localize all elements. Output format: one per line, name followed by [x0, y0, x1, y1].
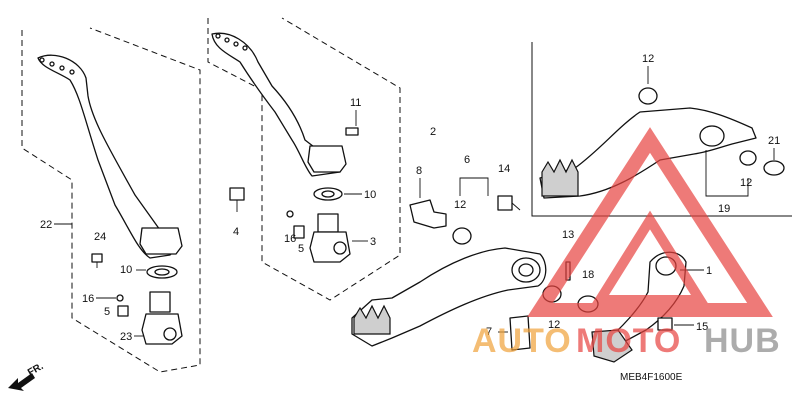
callout-10-left: 10	[120, 264, 132, 276]
callout-4: 4	[233, 226, 239, 238]
ball-16-left	[116, 294, 124, 302]
lever-hole	[224, 37, 230, 43]
watermark-text-auto: AUTO	[472, 322, 572, 360]
callout-12-b: 12	[548, 319, 560, 331]
front-direction-indicator: FR.	[8, 361, 46, 391]
washer-hole	[154, 268, 170, 276]
front-label: FR.	[26, 361, 46, 379]
bolt-15	[657, 317, 673, 331]
kick-lever-group-middle: 11 4 10 16 5 3	[207, 17, 401, 301]
kick-lever-group-left: 22 24 10 16 5 23	[21, 27, 201, 373]
lever-hole	[242, 45, 248, 51]
callout-19: 19	[718, 203, 730, 215]
washer-hole	[321, 190, 335, 198]
callout-1: 1	[706, 265, 712, 277]
brake-arm-group-right: 12 21 12 19	[531, 42, 792, 217]
pivot-bolt-8	[409, 199, 447, 229]
brake-pedal	[351, 247, 547, 347]
spring-5-left	[117, 305, 129, 317]
joint-23-body	[141, 313, 183, 345]
lever-hole	[59, 65, 65, 71]
dashed-frame-left	[21, 27, 201, 373]
dashed-frame-middle	[207, 17, 401, 301]
bolt-24	[91, 253, 103, 263]
arm-pivot-boss	[699, 125, 725, 147]
callout-13: 13	[562, 229, 574, 241]
pedal-pivot-bore	[518, 263, 534, 277]
callout-23: 23	[120, 331, 132, 343]
lever-hole	[69, 69, 75, 75]
kick-lever-boss-middle	[307, 145, 347, 173]
lever-hole	[233, 41, 239, 47]
kick-lever-boss-left	[139, 227, 183, 255]
joint-3-top	[317, 213, 339, 233]
callout-21: 21	[768, 135, 780, 147]
joint-23-spline	[163, 327, 177, 341]
dust-seal-12-c	[638, 87, 658, 105]
bolt-11	[345, 127, 359, 136]
callout-16-middle: 16	[284, 233, 296, 245]
bracket-6	[459, 177, 489, 196]
callout-15: 15	[696, 321, 708, 333]
callout-24: 24	[94, 231, 106, 243]
bolt-14-shank	[511, 202, 521, 211]
spring-5-middle	[293, 225, 305, 239]
watermark-text-hub: HUB	[704, 322, 781, 360]
callout-8: 8	[416, 165, 422, 177]
callout-5-middle: 5	[298, 243, 304, 255]
callout-5-left: 5	[104, 306, 110, 318]
lower-lever-foot	[591, 329, 633, 363]
joint-7	[509, 315, 531, 351]
callout-12-a: 12	[454, 199, 466, 211]
ball-16-middle	[286, 210, 294, 218]
callout-11: 11	[350, 97, 361, 109]
callout-18: 18	[582, 269, 594, 281]
watermark-triangle-inner	[590, 210, 710, 305]
lever-hole	[39, 57, 45, 63]
front-arrow-icon	[8, 373, 35, 391]
callout-10-middle: 10	[364, 189, 376, 201]
bolt-14	[497, 195, 513, 211]
callout-3: 3	[370, 236, 376, 248]
watermark-text-moto: MOTO	[576, 322, 681, 360]
bracket-19	[705, 150, 749, 197]
bolt-4	[229, 187, 245, 201]
joint-3-spline	[333, 241, 347, 255]
lever-hole	[215, 33, 221, 39]
watermark-logo: AUTO MOTO HUB	[472, 127, 781, 360]
callout-16-left: 16	[82, 293, 94, 305]
kick-lever-arm-left	[37, 54, 174, 259]
callout-12-c: 12	[642, 53, 654, 65]
dust-seal-12-d	[739, 150, 757, 166]
joint-23-top	[149, 291, 171, 313]
diagram-code: MEB4F1600E	[620, 372, 683, 383]
callout-22: 22	[40, 219, 52, 231]
washer-21	[763, 160, 785, 176]
lever-hole	[49, 61, 55, 67]
pedal-tip-teeth	[353, 304, 391, 335]
arm-tip-teeth	[541, 158, 579, 197]
callout-2: 2	[430, 126, 436, 138]
callout-12-d: 12	[740, 177, 752, 189]
watermark-triangle-outer	[527, 127, 773, 317]
dust-seal-12-a	[452, 227, 472, 245]
callout-6: 6	[464, 154, 470, 166]
callout-7: 7	[486, 326, 492, 338]
callout-14: 14	[498, 163, 510, 175]
